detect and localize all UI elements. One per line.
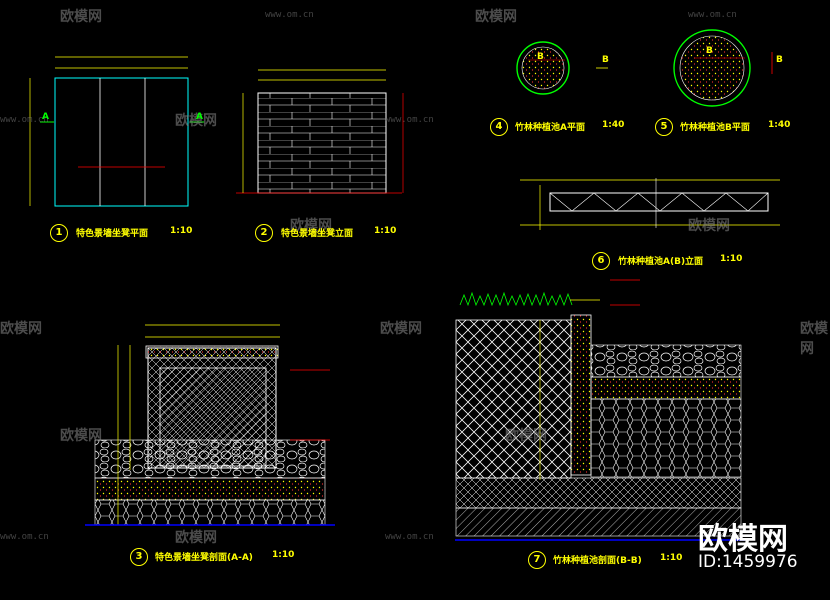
watermark-brand: 欧模网 — [380, 321, 422, 337]
section-mark-b: B — [537, 52, 544, 62]
drawing-2-elevation — [236, 69, 404, 194]
watermark-url: www.om.cn — [265, 10, 314, 20]
drawing-number-badge: 3 — [130, 548, 148, 566]
section-mark-a: A — [196, 112, 203, 122]
stamp-id: ID:1459976 — [698, 552, 798, 572]
drawing-5-plan — [673, 29, 773, 107]
drawing-scale: 1:10 — [170, 226, 193, 236]
drawing-number-badge: 4 — [490, 118, 508, 136]
drawing-title: 竹林种植池A(B)立面 — [618, 257, 704, 267]
drawing-title: 竹林种植池B平面 — [680, 123, 750, 133]
watermark-brand: 欧模网 — [60, 428, 102, 444]
drawing-number-badge: 5 — [655, 118, 673, 136]
drawing-7-section — [455, 279, 745, 541]
drawing-number-badge: 6 — [592, 252, 610, 270]
section-mark-b: B — [706, 46, 713, 56]
drawing-title: 特色景墙坐凳剖面(A-A) — [155, 553, 253, 563]
watermark-brand: 欧模网 — [0, 321, 42, 337]
drawing-4-plan — [516, 41, 608, 95]
watermark-brand: 欧模网 — [475, 9, 517, 25]
section-mark-a: A — [42, 112, 49, 122]
drawing-3-section — [85, 324, 335, 526]
watermark-url: www.om.cn — [0, 115, 49, 125]
watermark-url: www.om.cn — [0, 532, 49, 542]
drawing-scale: 1:40 — [768, 120, 791, 130]
drawing-scale: 1:10 — [720, 254, 743, 264]
watermark-brand: 欧模网 — [175, 113, 217, 129]
watermark-brand: 欧模网 — [688, 218, 730, 234]
watermark-brand: 欧模网 — [800, 321, 828, 357]
watermark-brand: 欧模网 — [505, 428, 547, 444]
drawing-number-badge: 2 — [255, 224, 273, 242]
drawing-1-plan — [29, 56, 204, 207]
drawing-number-badge: 7 — [528, 551, 546, 569]
drawing-scale: 1:10 — [272, 550, 295, 560]
watermark-url: www.om.cn — [385, 115, 434, 125]
section-mark-b: B — [776, 55, 783, 65]
drawing-title: 竹林种植池A平面 — [515, 123, 585, 133]
drawing-scale: 1:10 — [374, 226, 397, 236]
drawing-number-badge: 1 — [50, 224, 68, 242]
watermark-url: www.om.cn — [688, 10, 737, 20]
drawing-title: 特色景墙坐凳立面 — [281, 229, 354, 239]
section-mark-b: B — [602, 55, 609, 65]
drawing-title: 竹林种植池剖面(B-B) — [553, 556, 642, 566]
watermark-brand: 欧模网 — [175, 530, 217, 546]
drawing-6-elevation — [520, 178, 780, 230]
drawing-scale: 1:40 — [602, 120, 625, 130]
watermark-url: www.om.cn — [385, 532, 434, 542]
stamp-brand: 欧模网 — [698, 522, 788, 557]
watermark-brand: 欧模网 — [290, 218, 332, 234]
drawing-scale: 1:10 — [660, 553, 683, 563]
drawing-title: 特色景墙坐凳平面 — [76, 229, 149, 239]
watermark-brand: 欧模网 — [60, 9, 102, 25]
